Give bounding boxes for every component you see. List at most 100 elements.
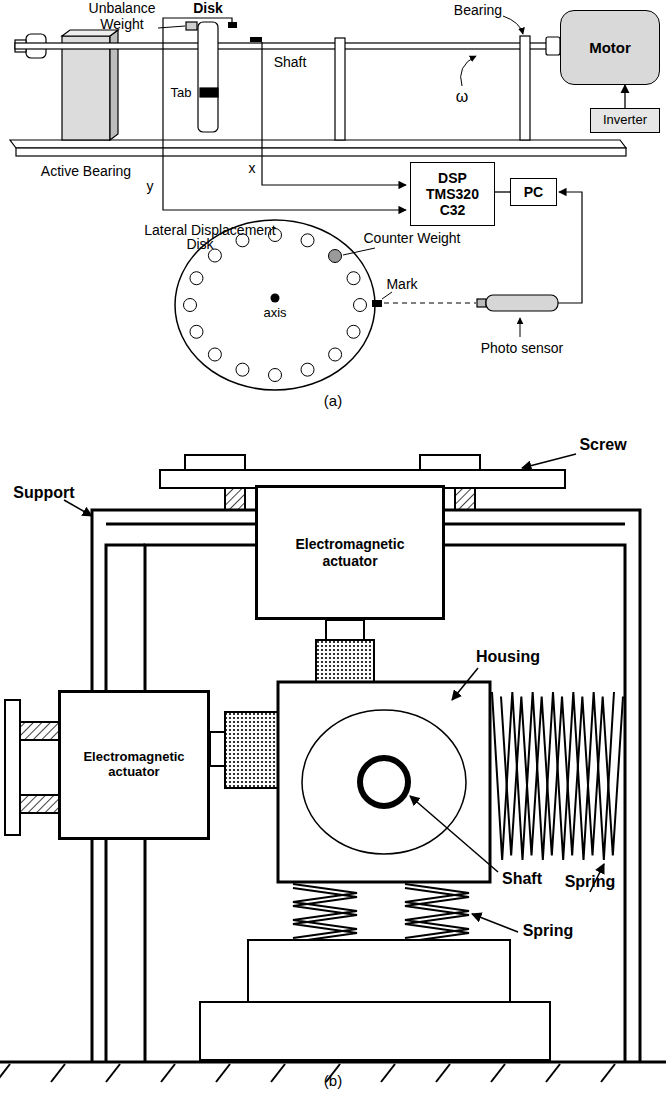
part-label: Active Bearing — [41, 163, 131, 179]
disk-face — [184, 299, 197, 312]
leader-line — [503, 16, 523, 34]
leader-line — [472, 914, 518, 932]
disk-face — [175, 220, 375, 390]
disk-face — [208, 348, 221, 361]
actuator-box: Electromagnetic actuator — [255, 485, 445, 620]
screw-plate — [455, 488, 475, 510]
displacement-sensor — [228, 22, 262, 42]
leader-line — [64, 500, 92, 516]
signal-wire — [558, 192, 582, 303]
pedestal — [200, 1002, 550, 1060]
ground — [271, 1064, 285, 1082]
disk-side — [198, 22, 218, 132]
part-label: y — [147, 178, 154, 194]
disk-side — [200, 88, 218, 97]
side-plate — [20, 795, 60, 813]
spring — [293, 888, 357, 942]
box-text: DSP TMS320 C32 — [421, 170, 485, 218]
leader-line — [343, 248, 375, 255]
shaft-line — [15, 43, 547, 49]
housing — [278, 682, 490, 882]
subfigure-label: (a) — [324, 392, 342, 409]
disk-face — [372, 300, 382, 307]
part-label: x — [249, 160, 256, 176]
ground — [51, 1064, 65, 1082]
leader-line — [461, 56, 476, 86]
part-label: Tab — [171, 86, 192, 101]
part-label: Mark — [386, 276, 417, 292]
ground — [436, 1064, 450, 1082]
connector — [495, 191, 510, 192]
part-label: Housing — [476, 648, 540, 666]
signal-wire — [163, 18, 406, 210]
part-label: Photo sensor — [481, 340, 564, 356]
ground — [0, 1064, 615, 1082]
screw-plate — [225, 488, 245, 510]
disk-face — [329, 348, 342, 361]
actuator-box: Electromagnetic actuator — [58, 690, 210, 840]
part-label: Counter Weight — [363, 230, 460, 246]
leader-line — [522, 454, 576, 468]
leader-line — [382, 292, 392, 299]
ground — [106, 1064, 120, 1082]
part-label: Shaft — [502, 870, 542, 888]
spring — [405, 888, 469, 942]
device-box: Inverter — [590, 108, 660, 133]
part-label: Spring — [523, 922, 574, 940]
disk-face — [190, 272, 203, 285]
disk-side — [186, 22, 197, 30]
part-label: Unbalance Weight — [82, 0, 162, 32]
disk-face — [271, 294, 280, 303]
side-plate — [5, 700, 20, 835]
leader-line — [343, 248, 520, 337]
ground — [381, 1064, 395, 1082]
part-label: Support — [13, 484, 74, 502]
actuator-core — [210, 732, 225, 766]
optical-beam — [384, 303, 476, 304]
ground — [491, 1064, 505, 1082]
optical-beam — [384, 303, 476, 304]
support-frame — [145, 545, 625, 1062]
box-text: Inverter — [603, 113, 647, 128]
disk-face — [184, 229, 367, 382]
base-plate — [10, 140, 626, 156]
base-plate — [16, 148, 626, 156]
screw-plate — [185, 455, 245, 470]
ground — [161, 1064, 175, 1082]
part-label: Screw — [579, 436, 626, 454]
side-plate — [20, 722, 60, 740]
device-box: Motor — [560, 10, 660, 85]
leader-line — [158, 16, 523, 86]
disk-face — [347, 272, 360, 285]
base-plate — [10, 140, 626, 148]
leader-line — [520, 318, 521, 337]
bearing-support — [520, 36, 530, 140]
disk-face — [301, 363, 314, 376]
ground — [0, 1064, 10, 1082]
coupling — [546, 37, 560, 55]
disk-face — [329, 250, 342, 263]
box-text: PC — [524, 184, 543, 200]
leader-line — [158, 26, 185, 28]
disk-side — [186, 22, 218, 132]
device-box: PC — [510, 178, 557, 206]
housing — [278, 682, 490, 882]
disk-face — [236, 363, 249, 376]
box-text: Electromagnetic actuator — [74, 750, 194, 780]
actuator-core — [316, 640, 374, 682]
disk-face — [347, 325, 360, 338]
part-label: Disk — [193, 0, 223, 16]
box-text: Electromagnetic actuator — [285, 536, 415, 568]
part-label: Disk — [186, 236, 213, 252]
disk-face — [175, 220, 382, 390]
disk-face — [354, 299, 367, 312]
bearing-support — [335, 38, 345, 140]
part-label: axis — [263, 306, 286, 321]
part-label: Spring — [565, 873, 616, 891]
actuator-core — [225, 712, 278, 788]
subfigure-label: (b) — [324, 1072, 342, 1089]
photo-sensor — [477, 295, 558, 311]
leader-line — [452, 668, 478, 700]
signal-wire — [163, 18, 406, 210]
part-label: ω — [456, 88, 469, 106]
